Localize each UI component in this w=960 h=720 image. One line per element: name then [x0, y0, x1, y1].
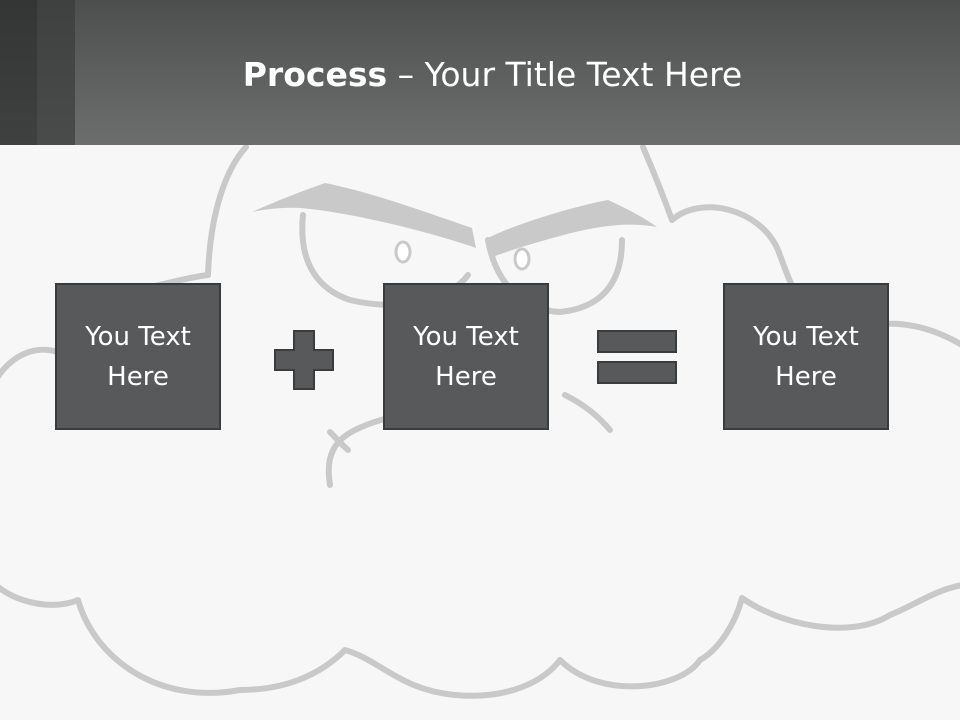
- process-box-1[interactable]: You Text Here: [55, 283, 221, 430]
- title-rest: – Your Title Text Here: [387, 55, 743, 94]
- process-box-3-text: You Text Here: [753, 321, 859, 392]
- angry-cloud-illustration: [0, 145, 960, 699]
- equals-icon: [597, 330, 677, 384]
- header-accent-dark: [0, 0, 37, 145]
- plus-icon: [274, 330, 334, 390]
- process-box-2-text: You Text Here: [413, 321, 519, 392]
- slide-title[interactable]: Process – Your Title Text Here: [75, 54, 910, 96]
- title-bar: Process – Your Title Text Here: [0, 0, 960, 145]
- process-box-3[interactable]: You Text Here: [723, 283, 889, 430]
- header-accent-mid: [37, 0, 75, 145]
- process-box-2[interactable]: You Text Here: [383, 283, 549, 430]
- process-box-1-text: You Text Here: [85, 321, 191, 392]
- title-bold: Process: [242, 55, 388, 94]
